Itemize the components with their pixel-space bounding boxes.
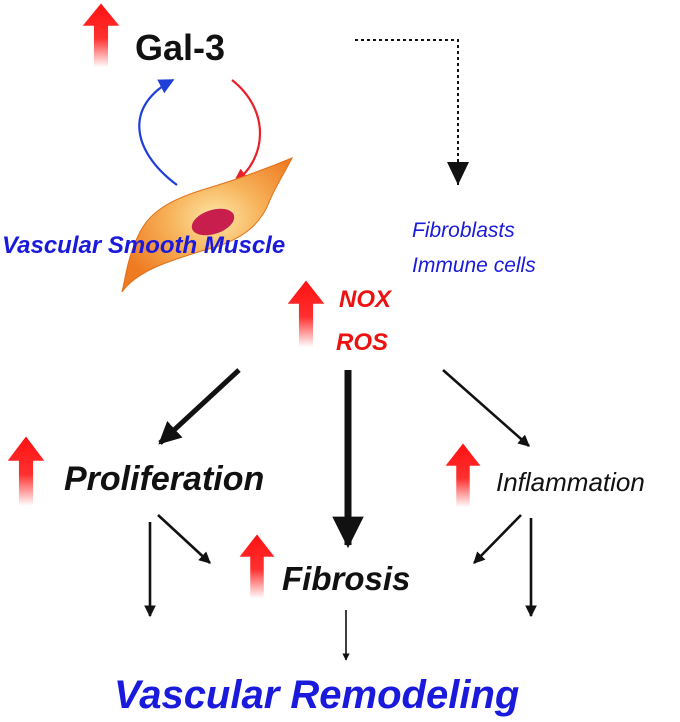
ros-label: ROS [336,329,388,356]
nox-label: NOX [339,286,393,313]
gal3-label: Gal-3 [135,27,225,68]
fibroblasts-label: Fibroblasts [412,219,515,242]
proliferation-to-fibrosis-arrow [157,514,211,564]
arrow-to-inflammation [442,369,530,447]
proliferation-label: Proliferation [64,460,264,498]
proliferation-up-arrow-icon [6,435,46,507]
smooth-muscle-cell-icon [121,157,294,293]
fibrosis-up-arrow-icon [238,533,276,599]
inflammation-to-fibrosis-arrow [473,514,522,564]
inflammation-up-arrow-icon [444,442,482,508]
feedback-arrow-blue [138,79,178,186]
fibrosis-label: Fibrosis [282,560,410,597]
immune-cells-label: Immune cells [412,254,536,277]
arrow-to-proliferation [158,368,241,445]
nox-ros-up-arrow-icon [286,279,326,348]
dotted-arrow-head [447,162,469,185]
inflammation-label: Inflammation [496,467,645,497]
gal3-up-arrow-icon [81,2,121,68]
vascular-smooth-muscle-label: Vascular Smooth Muscle [2,232,285,259]
feedback-arrow-red [231,79,262,184]
dotted-connector-arrow [355,39,459,185]
vascular-remodeling-label: Vascular Remodeling [114,673,519,717]
